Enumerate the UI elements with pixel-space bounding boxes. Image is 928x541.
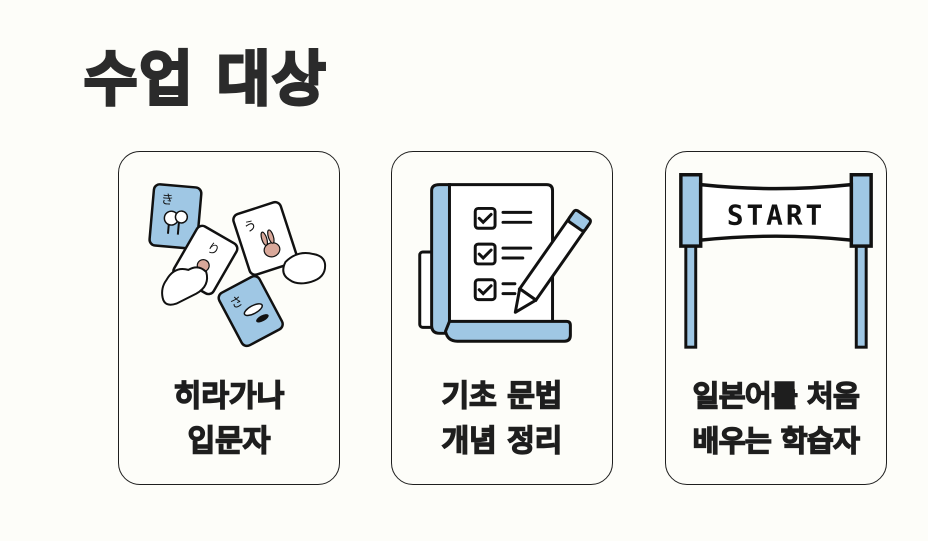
card-label: 히라가나 입문자 bbox=[173, 378, 285, 459]
target-card-basic-grammar: 기초 문법 개념 정리 bbox=[391, 151, 613, 485]
card-label: 기초 문법 개념 정리 bbox=[441, 378, 563, 459]
svg-text:さ: さ bbox=[228, 294, 246, 313]
checklist-pencil-icon bbox=[418, 183, 592, 343]
svg-text:START: START bbox=[727, 198, 825, 231]
svg-text:き: き bbox=[160, 192, 174, 208]
card-label: 일본어를 처음 배우는 학습자 bbox=[692, 378, 861, 458]
target-card-hiragana-beginner: き う り さ 히라가나 입문자 bbox=[118, 151, 340, 485]
svg-text:う: う bbox=[242, 218, 259, 236]
start-banner-icon: START bbox=[679, 173, 873, 349]
target-card-first-time-learner: START 일본어를 처음 배우는 학습자 bbox=[665, 151, 887, 485]
page-title: 수업 대상 bbox=[83, 44, 328, 114]
hiragana-cards-icon: き う り さ bbox=[148, 183, 327, 348]
